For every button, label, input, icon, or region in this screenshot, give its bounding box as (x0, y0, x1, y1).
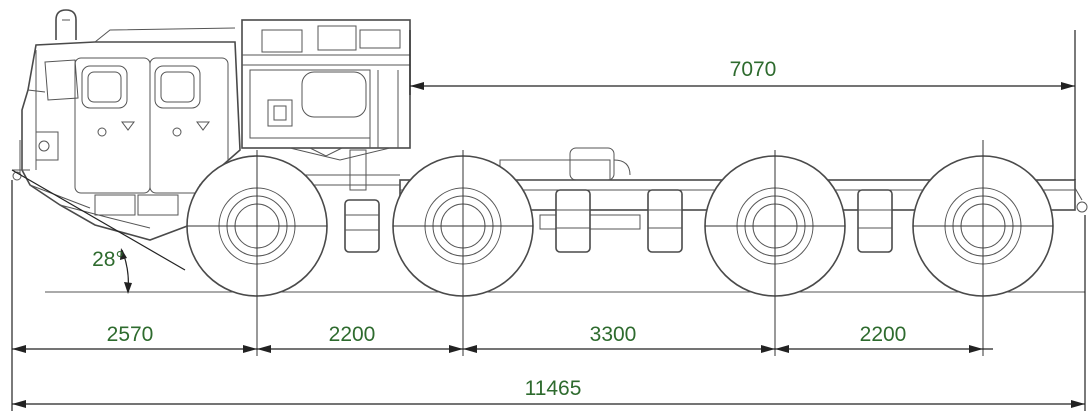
bracket-4 (857, 189, 893, 253)
label-front-overhang: 2570 (107, 323, 154, 346)
bracket-3 (647, 189, 683, 253)
label-approach-angle: 28° (92, 248, 124, 271)
engine-module (241, 19, 411, 161)
label-wheelbase-2-3: 3300 (590, 323, 637, 346)
label-wheelbase-1-2: 2200 (329, 323, 376, 346)
approach-angle (11, 169, 186, 294)
dimension-overall-length (12, 215, 1086, 411)
suspension (344, 149, 893, 253)
bracket-2 (555, 189, 591, 253)
axle-lines (187, 140, 1053, 356)
label-chassis-length: 7070 (730, 58, 777, 81)
dimension-chassis-length (409, 30, 1076, 180)
bracket-1 (344, 149, 380, 253)
dimension-axle-row (11, 180, 993, 411)
cab (12, 9, 241, 241)
label-wheelbase-3-4: 2200 (860, 323, 907, 346)
label-overall-length: 11465 (525, 377, 582, 400)
